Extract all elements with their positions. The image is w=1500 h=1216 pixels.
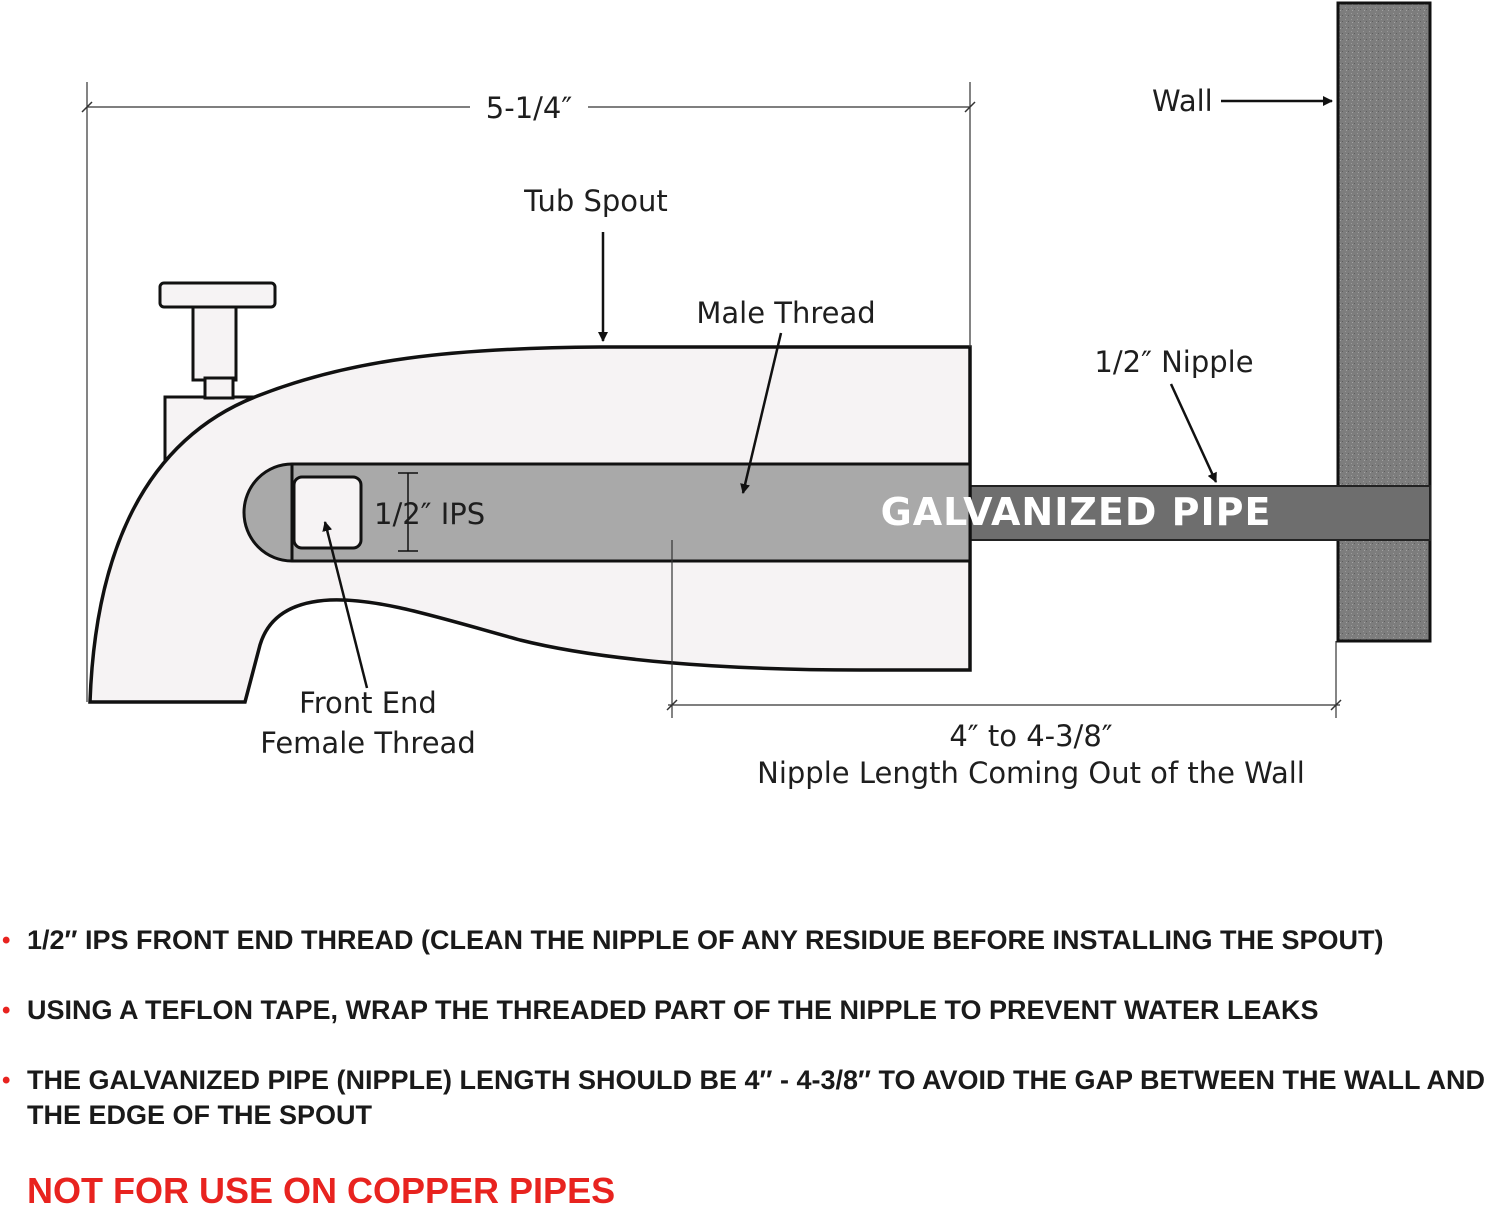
note-text: THE GALVANIZED PIPE (NIPPLE) LENGTH SHOU… [27, 1065, 1485, 1130]
diverter-neck [203, 376, 235, 400]
male-thread-label: Male Thread [696, 296, 875, 330]
diverter-knob [158, 281, 277, 309]
note-text: 1/2″ IPS FRONT END THREAD (CLEAN THE NIP… [27, 925, 1384, 955]
overall-length-label: 5-1/4″ [486, 91, 573, 125]
copper-warning: NOT FOR USE ON COPPER PIPES [27, 1170, 616, 1211]
female-thread-opening [292, 475, 363, 550]
nipple-length-caption: Nipple Length Coming Out of the Wall [757, 756, 1305, 790]
wall-label: Wall [1152, 84, 1213, 118]
nipple-length-value: 4″ to 4-3/8″ [949, 719, 1112, 753]
front-end-label: Front End [299, 686, 437, 720]
dimension-tick [1330, 699, 1342, 711]
nipple-label: 1/2″ Nipple [1094, 345, 1253, 379]
bullet-icon: • [2, 927, 11, 954]
note-text: USING A TEFLON TAPE, WRAP THE THREADED P… [27, 995, 1319, 1025]
front-end-arrow [322, 521, 369, 689]
diverter-stem [191, 303, 238, 382]
dimension-tick [964, 101, 976, 113]
spout-bore [242, 462, 972, 563]
nipple-arrow [1169, 383, 1218, 483]
female-thread-label: Female Thread [260, 726, 475, 760]
tub-spout-diagram: 5-1/4″ 1/2″ IPS GALVANIZED PIPE Wall Tub… [81, 1, 1432, 790]
wall [1336, 1, 1432, 643]
tub-spout-label: Tub Spout [523, 184, 668, 218]
dimension-tick [81, 101, 93, 113]
bullet-icon: • [2, 1067, 11, 1094]
dimension-tick [666, 699, 678, 711]
male-thread-arrow [740, 332, 783, 494]
bullet-icon: • [2, 997, 11, 1024]
ips-label: 1/2″ IPS [374, 497, 485, 531]
galvanized-pipe-label: GALVANIZED PIPE [881, 490, 1272, 534]
